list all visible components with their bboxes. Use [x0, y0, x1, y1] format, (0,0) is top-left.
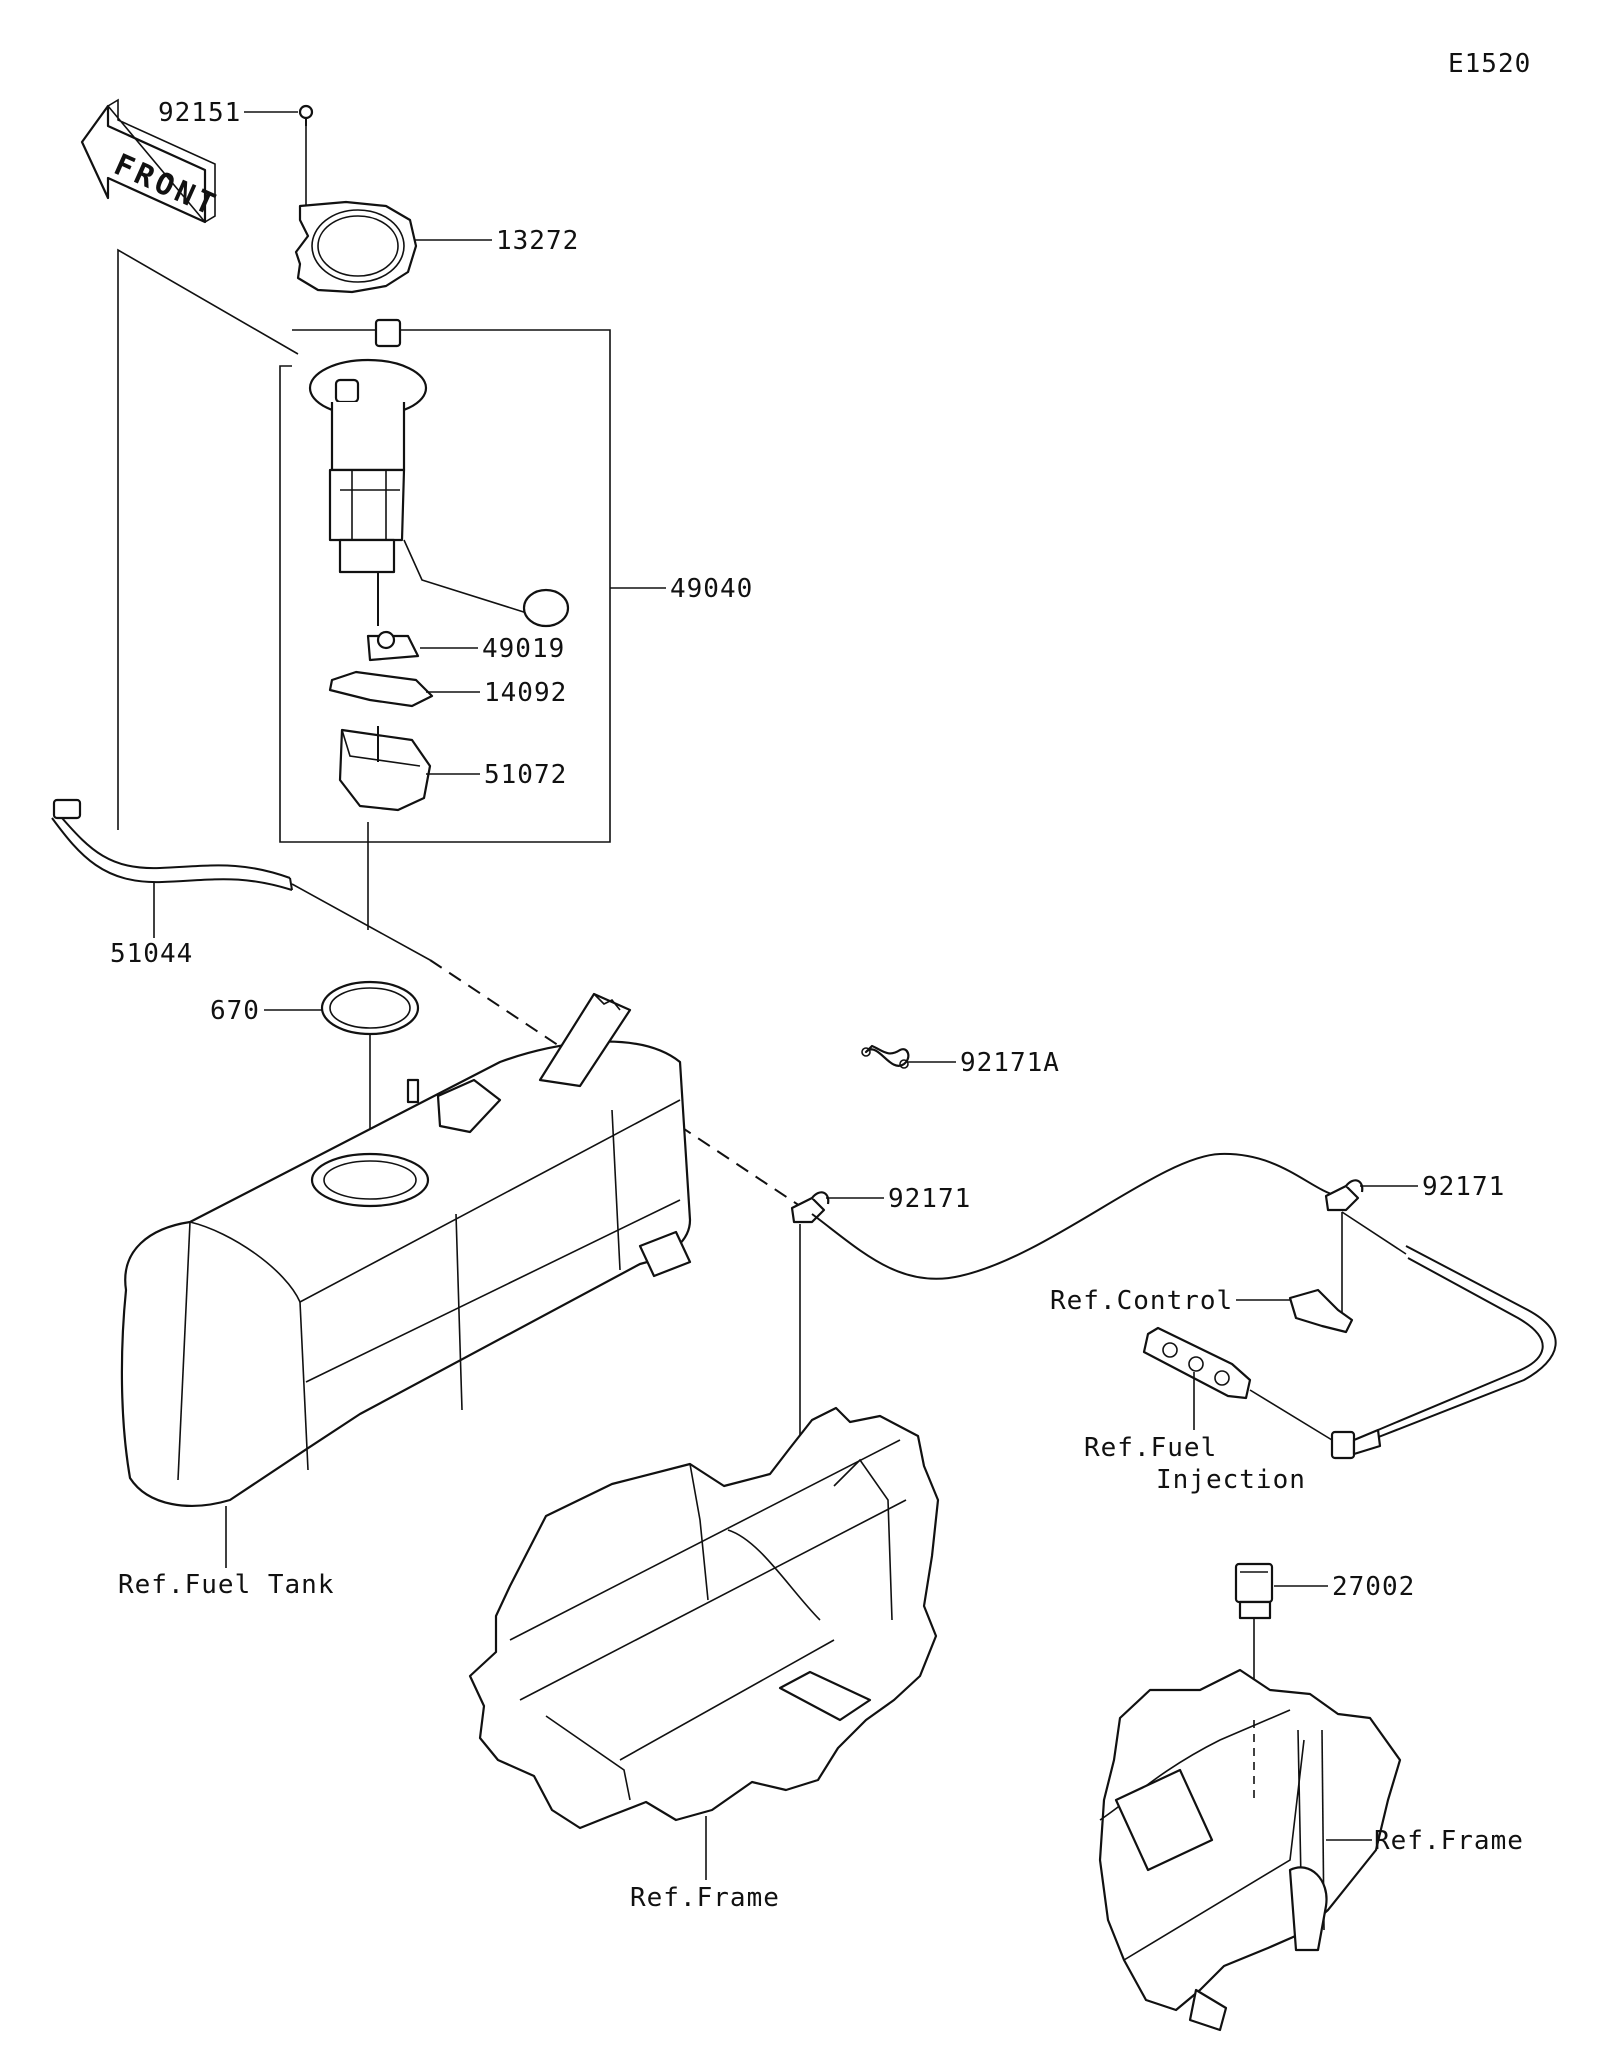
- ref-fuel-tank: Ref.Fuel Tank: [118, 1570, 335, 1600]
- callout-92151: 92151: [158, 98, 241, 128]
- filter-49019: [366, 630, 420, 662]
- harness-51044: [51, 798, 293, 891]
- assembly-bracket-49040: [279, 329, 611, 843]
- relay-27002: [1234, 1562, 1274, 1720]
- callout-92171-right: 92171: [1422, 1172, 1505, 1202]
- callout-51072: 51072: [484, 760, 567, 790]
- callout-92171-left: 92171: [888, 1184, 971, 1214]
- callout-92171a: 92171A: [960, 1048, 1060, 1078]
- fuel-hose-loop: [1330, 1211, 1557, 1460]
- o-ring-670: [320, 980, 420, 1036]
- callout-49040: 49040: [670, 574, 753, 604]
- fuel-hose: [811, 1152, 1339, 1280]
- frame-right: [1098, 1668, 1402, 2032]
- diagram-code: E1520: [1448, 49, 1531, 79]
- callout-13272: 13272: [496, 226, 579, 256]
- cover-14092: [328, 670, 434, 708]
- ref-control: Ref.Control: [1050, 1286, 1233, 1316]
- dashed-route-line: [429, 959, 801, 1207]
- callout-51044: 51044: [110, 939, 193, 969]
- ref-fuel-injection-1: Ref.Fuel: [1084, 1433, 1217, 1463]
- ref-frame-right: Ref.Frame: [1374, 1826, 1524, 1856]
- fuel-pump-49040: [308, 318, 570, 628]
- harness-leader: [117, 248, 299, 830]
- clamp-92171-left: [790, 1191, 830, 1224]
- ref-frame-center: Ref.Frame: [630, 1883, 780, 1913]
- o-ring-670-inner: [329, 987, 411, 1029]
- callout-49019: 49019: [482, 634, 565, 664]
- clamp-92171a: [861, 1044, 910, 1069]
- control-bracket: [1288, 1212, 1354, 1334]
- harness-to-tank-line: [291, 883, 431, 961]
- clamp-92171-right: [1324, 1179, 1364, 1212]
- ref-fuel-injection-2: Injection: [1156, 1465, 1306, 1495]
- callout-670: 670: [210, 996, 260, 1026]
- plate-13272: [294, 200, 418, 294]
- bucket-51072: [338, 726, 432, 812]
- callout-27002: 27002: [1332, 1572, 1415, 1602]
- callout-14092: 14092: [484, 678, 567, 708]
- fuel-injection-rail: [1142, 1326, 1333, 1441]
- frame-center: [468, 1406, 940, 1830]
- fuel-tank: [120, 992, 692, 1507]
